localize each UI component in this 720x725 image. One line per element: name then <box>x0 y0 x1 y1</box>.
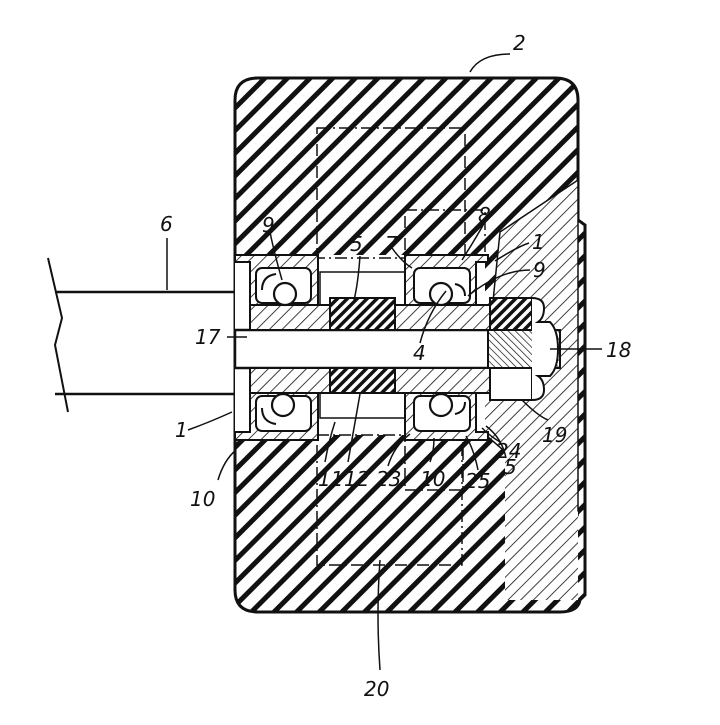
central-gear <box>329 297 396 394</box>
left-bearing <box>234 254 319 441</box>
ref-24: 24 <box>496 439 521 463</box>
ref-5-right: 5 <box>504 455 517 479</box>
ref-17: 17 <box>195 325 221 349</box>
ref-9-right: 9 <box>533 258 546 282</box>
ref-11: 11 <box>318 467 343 491</box>
ref-9-left: 9 <box>262 213 275 237</box>
ref-23: 23 <box>376 467 401 491</box>
ref-18: 18 <box>606 338 631 362</box>
ref-8: 8 <box>478 203 491 227</box>
ref-20: 20 <box>364 677 389 701</box>
ref-10-mid: 10 <box>420 467 445 491</box>
external-shaft <box>47 257 235 413</box>
ref-10-left: 10 <box>190 487 215 511</box>
ref-2: 2 <box>513 31 526 55</box>
ref-25: 25 <box>465 469 490 493</box>
ref-6: 6 <box>160 212 173 236</box>
ref-1-left: 1 <box>175 418 188 442</box>
axle <box>233 328 561 370</box>
reference-numerals: 2 6 9 5 7 8 1 9 17 4 18 1 10 11 12 23 10… <box>160 31 631 701</box>
ref-5-top: 5 <box>350 232 363 256</box>
ref-1-right: 1 <box>532 230 545 254</box>
ref-12: 12 <box>344 467 369 491</box>
ref-4: 4 <box>413 341 426 365</box>
ref-7: 7 <box>385 232 398 256</box>
ref-19: 19 <box>542 423 567 447</box>
leader-lines <box>166 53 602 671</box>
end-nut <box>489 297 560 401</box>
right-bearing <box>404 254 489 441</box>
